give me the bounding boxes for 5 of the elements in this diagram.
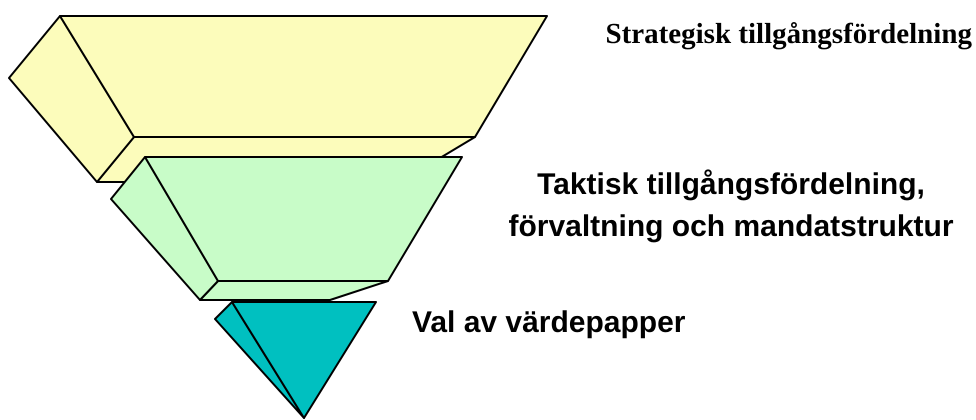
funnel-tip-drawing xyxy=(213,301,378,420)
level-label: Val av värdepapper xyxy=(412,305,686,341)
level-label: Taktisk tillgångsfördelning, förvaltning och mandatstruktur xyxy=(507,167,955,245)
level-label: Strategisk tillgångsfördelning xyxy=(604,17,972,52)
funnel-layer-drawing xyxy=(110,156,463,301)
